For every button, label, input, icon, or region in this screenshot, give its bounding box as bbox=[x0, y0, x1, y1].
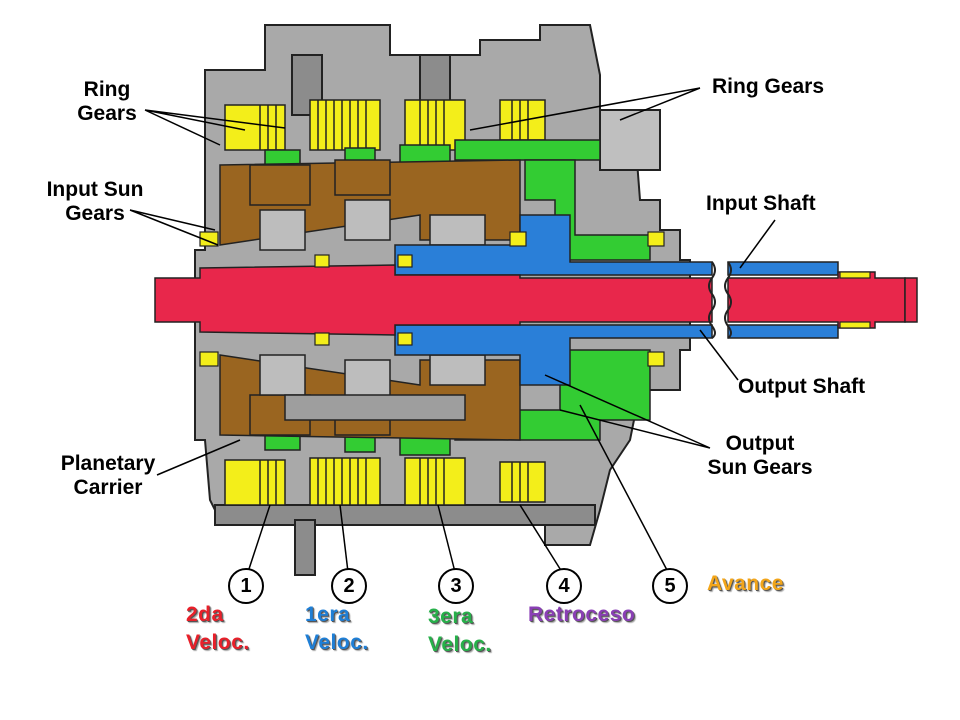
clutch-number-1: 1 bbox=[228, 568, 264, 604]
clutch-name-4: Retroceso bbox=[528, 603, 636, 626]
clutch-plates bbox=[259, 100, 529, 505]
output-shaft bbox=[154, 264, 918, 336]
clutch-name-5: Avance bbox=[707, 572, 784, 595]
clutch-number-4: 4 bbox=[546, 568, 582, 604]
clutch-number-2: 2 bbox=[331, 568, 367, 604]
label-output-shaft: Output Shaft bbox=[738, 375, 866, 398]
label-input-shaft: Input Shaft bbox=[706, 192, 816, 215]
leader-lines bbox=[129, 87, 776, 573]
shaft-break bbox=[708, 261, 732, 339]
label-ring-gears-right: Ring Gears bbox=[712, 75, 825, 98]
ring-gears-bottom bbox=[224, 457, 546, 506]
clutch-number-3: 3 bbox=[438, 568, 474, 604]
planet-gears bbox=[259, 199, 486, 421]
clutch-number-5: 5 bbox=[652, 568, 688, 604]
